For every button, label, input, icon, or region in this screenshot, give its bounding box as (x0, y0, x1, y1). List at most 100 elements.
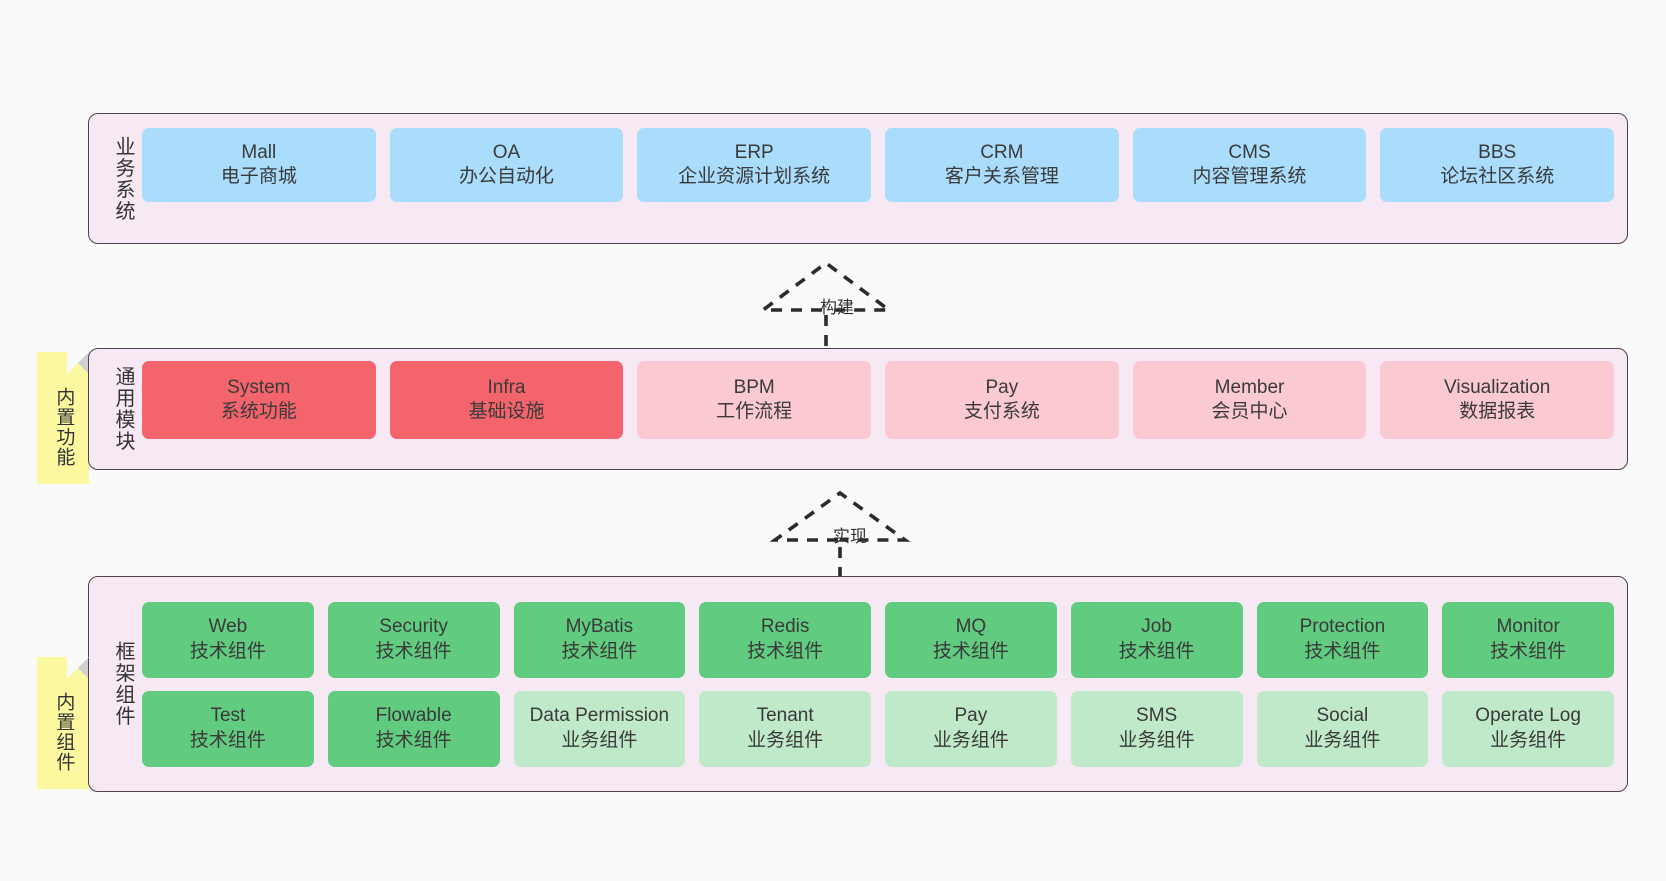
node-bpm[interactable]: BPM 工作流程 (637, 361, 872, 439)
node-protection-en: Protection (1299, 616, 1386, 638)
node-rows-framework: Web 技术组件 Security 技术组件 MyBatis 技术组件 Redi… (142, 591, 1614, 777)
node-data-permission-en: Data Permission (529, 705, 670, 727)
layer-framework-components[interactable]: 框架组件 Web 技术组件 Security 技术组件 MyBatis 技术组件 (88, 576, 1628, 792)
note-builtin-components-label: 内置组件 (53, 692, 75, 772)
node-oa-en: OA (492, 141, 521, 163)
node-redis[interactable]: Redis 技术组件 (699, 601, 871, 678)
node-erp-en: ERP (734, 141, 774, 163)
connector-implement-arrow-icon (769, 490, 911, 578)
layer-body-framework: Web 技术组件 Security 技术组件 MyBatis 技术组件 Redi… (140, 577, 1627, 791)
node-infra[interactable]: Infra 基础设施 (389, 361, 624, 439)
layer-label-framework: 框架组件 (112, 641, 134, 727)
node-row-common: System 系统功能 Infra 基础设施 BPM 工作流程 Pay 支付系统… (142, 361, 1615, 457)
node-monitor[interactable]: Monitor 技术组件 (1442, 601, 1614, 678)
node-pay-module-en: Pay (985, 376, 1019, 398)
node-job-en: Job (1141, 616, 1172, 638)
node-cms-en: CMS (1228, 141, 1271, 163)
node-monitor-en: Monitor (1496, 616, 1560, 638)
layer-label-business: 业务系统 (112, 135, 134, 222)
note-builtin-functions[interactable]: 内置功能 (37, 352, 89, 484)
node-mall[interactable]: Mall 电子商城 (142, 128, 376, 202)
node-data-permission[interactable]: Data Permission 业务组件 (513, 690, 686, 767)
node-job-cn: 技术组件 (1118, 640, 1195, 662)
node-web-cn: 技术组件 (189, 640, 266, 662)
connector-build-arrow-icon (757, 260, 895, 346)
node-web[interactable]: Web 技术组件 (142, 601, 314, 678)
node-web-en: Web (208, 616, 248, 638)
node-job[interactable]: Job 技术组件 (1070, 601, 1243, 678)
node-oa[interactable]: OA 办公自动化 (389, 128, 624, 202)
node-erp-cn: 企业资源计划系统 (678, 166, 831, 187)
note-builtin-functions-label: 内置功能 (53, 387, 75, 467)
node-system[interactable]: System 系统功能 (142, 361, 376, 439)
node-test-cn: 技术组件 (189, 729, 266, 751)
node-mybatis[interactable]: MyBatis 技术组件 (513, 601, 686, 678)
node-security[interactable]: Security 技术组件 (327, 601, 500, 678)
node-crm[interactable]: CRM 客户关系管理 (885, 128, 1119, 202)
node-erp[interactable]: ERP 企业资源计划系统 (637, 128, 872, 202)
layer-body-common: System 系统功能 Infra 基础设施 BPM 工作流程 Pay 支付系统… (140, 349, 1627, 469)
node-tenant-cn: 业务组件 (747, 729, 824, 751)
node-row-business: Mall 电子商城 OA 办公自动化 ERP 企业资源计划系统 CRM 客户关系… (142, 128, 1615, 229)
node-protection[interactable]: Protection 技术组件 (1256, 601, 1429, 678)
node-bpm-en: BPM (733, 376, 775, 398)
connector-implement-label: 实现 (833, 527, 867, 546)
node-cms-cn: 内容管理系统 (1192, 166, 1307, 187)
node-flowable[interactable]: Flowable 技术组件 (327, 690, 500, 767)
node-mybatis-cn: 技术组件 (561, 640, 638, 662)
node-pay-component[interactable]: Pay 业务组件 (885, 690, 1057, 767)
node-data-permission-cn: 业务组件 (561, 729, 638, 751)
node-test[interactable]: Test 技术组件 (142, 690, 314, 767)
node-tenant[interactable]: Tenant 业务组件 (699, 690, 871, 767)
node-mq-cn: 技术组件 (932, 640, 1009, 662)
layer-body-business: Mall 电子商城 OA 办公自动化 ERP 企业资源计划系统 CRM 客户关系… (140, 114, 1627, 243)
node-operate-log-en: Operate Log (1475, 705, 1581, 727)
node-system-cn: 系统功能 (220, 401, 297, 422)
layer-label-common: 通用模块 (112, 366, 134, 452)
node-mq-en: MQ (955, 616, 987, 638)
node-security-cn: 技术组件 (375, 640, 452, 662)
node-test-en: Test (210, 705, 246, 727)
node-redis-cn: 技术组件 (747, 640, 824, 662)
node-member[interactable]: Member 会员中心 (1132, 361, 1367, 439)
layer-common-modules[interactable]: 通用模块 System 系统功能 Infra 基础设施 BPM 工作流程 Pay… (88, 348, 1628, 470)
node-tenant-en: Tenant (756, 705, 814, 727)
connector-implement: 实现 (769, 488, 920, 580)
node-bpm-cn: 工作流程 (716, 401, 793, 422)
node-social-en: Social (1316, 705, 1369, 727)
node-bbs[interactable]: BBS 论坛社区系统 (1380, 128, 1615, 202)
node-operate-log[interactable]: Operate Log 业务组件 (1442, 690, 1614, 767)
node-crm-cn: 客户关系管理 (944, 166, 1059, 187)
node-protection-cn: 技术组件 (1304, 640, 1381, 662)
node-sms-en: SMS (1136, 705, 1178, 727)
node-pay-module[interactable]: Pay 支付系统 (885, 361, 1119, 439)
node-mq[interactable]: MQ 技术组件 (885, 601, 1057, 678)
node-redis-en: Redis (760, 616, 810, 638)
node-visualization[interactable]: Visualization 数据报表 (1380, 361, 1615, 439)
node-system-en: System (227, 376, 291, 398)
connector-build-label: 构建 (820, 298, 854, 317)
node-sms[interactable]: SMS 业务组件 (1070, 690, 1243, 767)
node-crm-en: CRM (980, 141, 1024, 163)
node-flowable-cn: 技术组件 (375, 729, 452, 751)
node-flowable-en: Flowable (375, 705, 452, 727)
node-oa-cn: 办公自动化 (459, 166, 555, 187)
node-pay-component-cn: 业务组件 (932, 729, 1009, 751)
node-mybatis-en: MyBatis (565, 616, 634, 638)
node-cms[interactable]: CMS 内容管理系统 (1132, 128, 1367, 202)
node-mall-en: Mall (241, 141, 277, 163)
node-bbs-en: BBS (1478, 141, 1517, 163)
node-bbs-cn: 论坛社区系统 (1440, 166, 1555, 187)
node-security-en: Security (379, 616, 448, 638)
node-monitor-cn: 技术组件 (1490, 640, 1567, 662)
node-social[interactable]: Social 业务组件 (1256, 690, 1429, 767)
note-builtin-components[interactable]: 内置组件 (37, 657, 89, 789)
connector-build: 构建 (757, 258, 908, 348)
node-infra-en: Infra (487, 376, 526, 398)
node-row-framework-tech: Web 技术组件 Security 技术组件 MyBatis 技术组件 Redi… (142, 601, 1614, 678)
node-member-en: Member (1214, 376, 1285, 398)
layer-business-systems[interactable]: 业务系统 Mall 电子商城 OA 办公自动化 ERP 企业资源计划系统 CRM… (88, 113, 1628, 244)
node-pay-component-en: Pay (954, 705, 988, 727)
node-pay-module-cn: 支付系统 (963, 401, 1040, 422)
